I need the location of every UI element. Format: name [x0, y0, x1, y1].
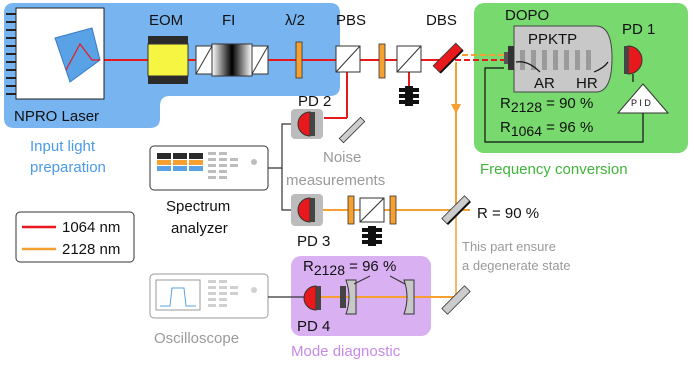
spectrum-analyzer [149, 145, 269, 191]
ppktp-label: PPKTP [528, 31, 577, 48]
pd4-label: PD 4 [297, 318, 330, 335]
legend-1064-label: 1064 nm [62, 219, 120, 236]
pid-label: P I D [631, 98, 651, 108]
beam-dump-2 [362, 226, 382, 246]
eom-label: EOM [149, 12, 183, 29]
feedback-loop [484, 67, 644, 143]
fi-label: FI [222, 12, 235, 29]
pbs-2 [396, 45, 422, 73]
r90-mirror [441, 195, 471, 225]
oscilloscope [149, 273, 269, 319]
npro-laser-label: NPRO Laser [14, 108, 99, 125]
r2128-dopo-label: R2128 = 90 % [500, 95, 593, 115]
dopo-input-mirror [504, 46, 514, 70]
noise-label-line1: Noise [323, 149, 361, 166]
npro-laser [6, 7, 105, 100]
dopo-label: DOPO [505, 7, 549, 24]
ppktp-crystal [513, 25, 613, 93]
legend [15, 211, 135, 263]
eom [147, 36, 189, 84]
oscilloscope-label: Oscilloscope [154, 330, 239, 347]
mode-diagnostic-label: Mode diagnostic [291, 343, 401, 360]
dbs-mirror [432, 42, 464, 74]
pd3-photodiode [291, 194, 323, 226]
pd2-label: PD 2 [298, 93, 331, 110]
pbs-label: PBS [336, 12, 366, 29]
input-prep-label-line2: preparation [30, 159, 106, 176]
pd2-photodiode [291, 109, 323, 139]
frequency-conversion-label: Frequency conversion [480, 161, 628, 178]
spectrum-label-line2: analyzer [171, 220, 228, 237]
pd4-photodiode [303, 285, 321, 311]
faraday-isolator [195, 43, 269, 77]
ensure-label-line1: This part ensure [462, 239, 556, 254]
pbs-1 [335, 45, 361, 73]
pbs-3 [359, 197, 385, 223]
hr-label: HR [576, 75, 598, 92]
r1064-dopo-label: R1064 = 96 % [500, 119, 593, 139]
cable-pd3-sa [281, 168, 291, 211]
pd1-label: PD 1 [622, 21, 655, 38]
half-wave-label: λ/2 [285, 12, 305, 29]
mode-mirror [441, 285, 471, 315]
input-prep-label-line1: Input light [30, 138, 96, 155]
ensure-label-line2: a degenerate state [462, 258, 570, 273]
legend-2128-label: 2128 nm [62, 241, 120, 258]
pd3-label: PD 3 [297, 233, 330, 250]
ar-arrow [515, 61, 541, 73]
r90-label: R = 90 % [477, 205, 539, 222]
dbs-label: DBS [426, 12, 457, 29]
waveplate-2 [378, 43, 386, 79]
waveplate-3 [347, 195, 355, 225]
r2128-mode-label: R2128 = 96 % [303, 258, 396, 278]
spectrum-label-line1: Spectrum [166, 198, 230, 215]
cavity-mirrors [340, 275, 415, 315]
noise-label-line2: measurements [286, 172, 385, 189]
pd1-photodiode [624, 45, 643, 75]
ar-label: AR [534, 75, 555, 92]
cable-pd2-sa [268, 123, 291, 169]
noise-mirror [338, 116, 366, 144]
half-wave-plate [295, 41, 303, 79]
hr-arrow [593, 61, 609, 73]
beam-dump-1 [399, 86, 419, 106]
waveplate-4 [389, 195, 397, 225]
